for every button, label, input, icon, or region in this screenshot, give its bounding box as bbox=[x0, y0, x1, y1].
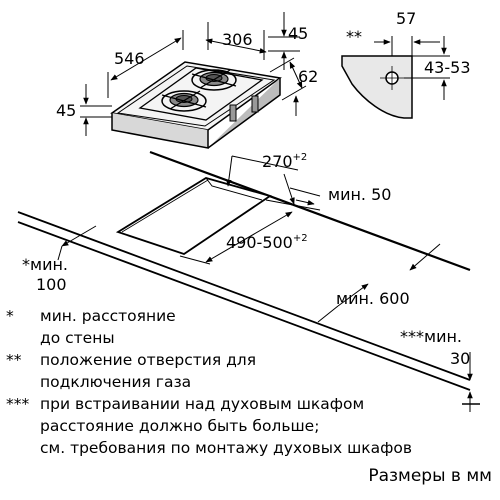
footnote-marker: *** bbox=[6, 395, 30, 413]
cutout-min-oven-label: ***мин. 30 bbox=[400, 327, 470, 368]
burner-icon bbox=[191, 69, 237, 91]
control-knob-icon bbox=[229, 95, 259, 122]
gas-connection-marker: ** bbox=[346, 27, 362, 46]
cutout-min-back-label: мин. 50 bbox=[328, 185, 391, 204]
footnote-line: положение отверстия для bbox=[40, 351, 257, 369]
cutout-min-side-label: *мин. 100 bbox=[22, 255, 73, 294]
burner-icon bbox=[161, 90, 207, 112]
footnote-marker: * bbox=[6, 307, 14, 325]
cooktop-width-label: 546 bbox=[114, 49, 145, 68]
cooktop-dimensions: 546 306 45 62 45 bbox=[56, 12, 318, 136]
cutout-depth-label: 270+2 bbox=[262, 152, 307, 171]
footnote-line: расстояние должно быть больше; bbox=[40, 417, 320, 435]
units-caption: Размеры в мм bbox=[368, 466, 492, 486]
footnote-marker: ** bbox=[6, 351, 22, 369]
cooktop-drawing bbox=[110, 61, 282, 149]
footnote-wall-distance: * мин. расстояние до стены bbox=[6, 305, 496, 349]
footnote-line: см. требования по монтажу духовых шкафов bbox=[40, 439, 412, 457]
gas-connection-range-label: 43-53 bbox=[424, 58, 471, 77]
cutout-opening bbox=[115, 177, 273, 255]
cooktop-depth-label: 306 bbox=[222, 30, 253, 49]
footnotes: * мин. расстояние до стены ** положение … bbox=[6, 305, 496, 459]
cooktop-height-left-label: 45 bbox=[56, 101, 76, 120]
footnote-oven-installation: *** при встраивании над духовым шкафом р… bbox=[6, 393, 496, 459]
cutout-dimensions: 270+2 мин. 50 490-500+2 *мин. 100 мин. 6… bbox=[22, 152, 480, 412]
cooktop-height-top-label: 45 bbox=[288, 24, 308, 43]
cooktop-side-label: 62 bbox=[298, 67, 318, 86]
footnote-line: до стены bbox=[40, 329, 115, 347]
footnote-line: мин. расстояние bbox=[40, 307, 176, 325]
footnote-gas-connection: ** положение отверстия для подключения г… bbox=[6, 349, 496, 393]
countertop-drawing bbox=[17, 150, 471, 391]
footnote-line: подключения газа bbox=[40, 373, 192, 391]
cutout-min-front-label: мин. 600 bbox=[336, 289, 410, 308]
footnote-line: при встраивании над духовым шкафом bbox=[40, 395, 365, 413]
gas-connection-width-label: 57 bbox=[396, 9, 416, 28]
cutout-width-label: 490-500+2 bbox=[226, 233, 308, 252]
gas-connection-detail: ** 57 43-53 bbox=[341, 9, 471, 119]
